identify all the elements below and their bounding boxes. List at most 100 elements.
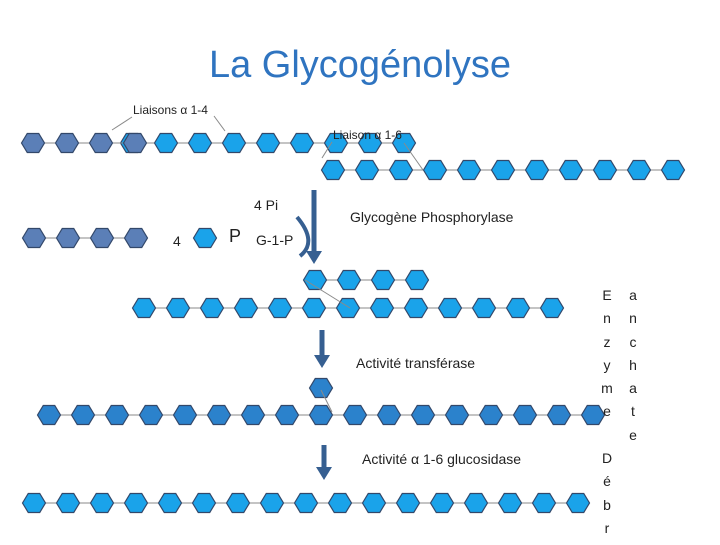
letter: t xyxy=(631,403,635,420)
debranched-chain-glucose xyxy=(293,492,319,514)
debranched-chain-glucose xyxy=(361,492,387,514)
main-chain-glucose xyxy=(388,159,414,181)
main-chain-glucose xyxy=(660,159,686,181)
chain-after-transferase-glucose xyxy=(342,404,368,426)
letter: a xyxy=(629,287,637,303)
branch-chain-glucose xyxy=(289,132,315,154)
branch-chain-glucose xyxy=(187,132,213,154)
debranched-chain-glucose xyxy=(395,492,421,514)
remaining-branch-glucose xyxy=(370,269,396,291)
letter: E xyxy=(602,287,612,303)
main-chain-glucose xyxy=(422,159,448,181)
debranched-chain-glucose xyxy=(157,492,183,514)
transferase-arrow-head xyxy=(314,355,330,368)
label-liaisons-alpha-1-4: Liaisons α 1-4 xyxy=(133,103,208,117)
chain-after-phosphorylase-glucose xyxy=(505,297,531,319)
main-chain-glucose xyxy=(626,159,652,181)
letter: y xyxy=(603,356,611,373)
chain-after-phosphorylase-glucose xyxy=(403,297,429,319)
chain-after-phosphorylase-glucose xyxy=(267,297,293,319)
chain-after-transferase-glucose xyxy=(138,404,164,426)
label-4-pi: 4 Pi xyxy=(254,197,279,213)
alpha-1-6-link xyxy=(403,142,424,171)
label-phosphate-p: P xyxy=(229,226,242,246)
remaining-branch-glucose xyxy=(336,269,362,291)
branch-single-glucose xyxy=(308,377,334,399)
debranched-chain-glucose xyxy=(327,492,353,514)
letter: z xyxy=(603,333,611,350)
chain-after-transferase-glucose xyxy=(104,404,130,426)
chain-after-phosphorylase-glucose xyxy=(471,297,497,319)
letter: n xyxy=(629,310,637,327)
debranched-chain-glucose xyxy=(123,492,149,514)
label-glucose-1-phosphate: G-1-P xyxy=(256,232,294,248)
chain-after-phosphorylase-glucose xyxy=(199,297,225,319)
alpha-1-6-remaining-link xyxy=(320,389,333,413)
main-chain-glucose xyxy=(456,159,482,181)
main-chain-glucose xyxy=(490,159,516,181)
phosphate-curve-arrow xyxy=(295,215,311,258)
chain-after-transferase-glucose xyxy=(580,404,606,426)
branch-chain-glucose xyxy=(153,132,179,154)
letter: h xyxy=(629,356,637,373)
letter: e xyxy=(629,426,637,443)
chain-after-phosphorylase-glucose xyxy=(301,297,327,319)
pointer-liaisons-1-4 xyxy=(213,115,226,132)
released-glucose-row-glucose xyxy=(123,227,149,249)
vertical-word-anchate: a n c h a t e xyxy=(623,284,643,447)
pointer-liaisons-1-4 xyxy=(111,116,133,131)
main-chain-glucose xyxy=(592,159,618,181)
debranched-chain-glucose xyxy=(463,492,489,514)
released-glucose-row-glucose xyxy=(55,227,81,249)
chain-after-transferase-glucose xyxy=(240,404,266,426)
debranched-chain-glucose xyxy=(55,492,81,514)
label-liaison-alpha-1-6: Liaison α 1-6 xyxy=(333,128,402,142)
chain-after-transferase-glucose xyxy=(376,404,402,426)
letter: D xyxy=(601,450,613,466)
remaining-branch-glucose xyxy=(404,269,430,291)
main-chain-glucose xyxy=(354,159,380,181)
remaining-branch-glucose xyxy=(302,269,328,291)
chain-after-transferase-glucose xyxy=(308,404,334,426)
released-glucose-row-glucose xyxy=(21,227,47,249)
letter: c xyxy=(629,333,637,350)
letter: m xyxy=(601,380,613,397)
debranched-chain-glucose xyxy=(429,492,455,514)
chain-after-transferase-glucose xyxy=(410,404,436,426)
branch-chain-glucose xyxy=(323,132,349,154)
branch-link xyxy=(304,279,351,309)
pointer-liaison-1-6 xyxy=(321,141,333,159)
branch-chain-glucose xyxy=(255,132,281,154)
chain-after-transferase-glucose xyxy=(546,404,572,426)
letter: n xyxy=(603,310,611,327)
vertical-word-debr: D é b r xyxy=(597,447,617,540)
label-transferase-activity: Activité transférase xyxy=(356,355,476,371)
letter: r xyxy=(604,519,610,536)
chain-after-transferase-glucose xyxy=(274,404,300,426)
chain-after-phosphorylase-glucose xyxy=(539,297,565,319)
branch-chain-glucose xyxy=(357,132,383,154)
chain-after-transferase-glucose xyxy=(70,404,96,426)
letter: e xyxy=(603,403,611,420)
letter: é xyxy=(603,473,611,490)
branch-end-glucose xyxy=(122,132,148,154)
debranched-chain-glucose xyxy=(259,492,285,514)
vertical-word-enzyme: E n z y m e xyxy=(597,284,617,424)
branch-end-glucose xyxy=(54,132,80,154)
main-chain-glucose xyxy=(558,159,584,181)
released-glucose-row-glucose xyxy=(89,227,115,249)
branch-end-glucose xyxy=(20,132,46,154)
chain-after-phosphorylase-glucose xyxy=(165,297,191,319)
debranched-chain-glucose xyxy=(89,492,115,514)
debranched-chain-glucose xyxy=(225,492,251,514)
debranched-chain-glucose xyxy=(497,492,523,514)
main-chain-glucose xyxy=(524,159,550,181)
glucosidase-arrow-head xyxy=(316,467,332,480)
chain-after-phosphorylase-glucose xyxy=(369,297,395,319)
main-chain-glucose xyxy=(320,159,346,181)
branch-chain-glucose xyxy=(221,132,247,154)
letter: a xyxy=(629,380,637,397)
phosphorylase-arrow-head xyxy=(306,251,322,264)
label-glucosidase-activity: Activité α 1-6 glucosidase xyxy=(362,451,522,467)
